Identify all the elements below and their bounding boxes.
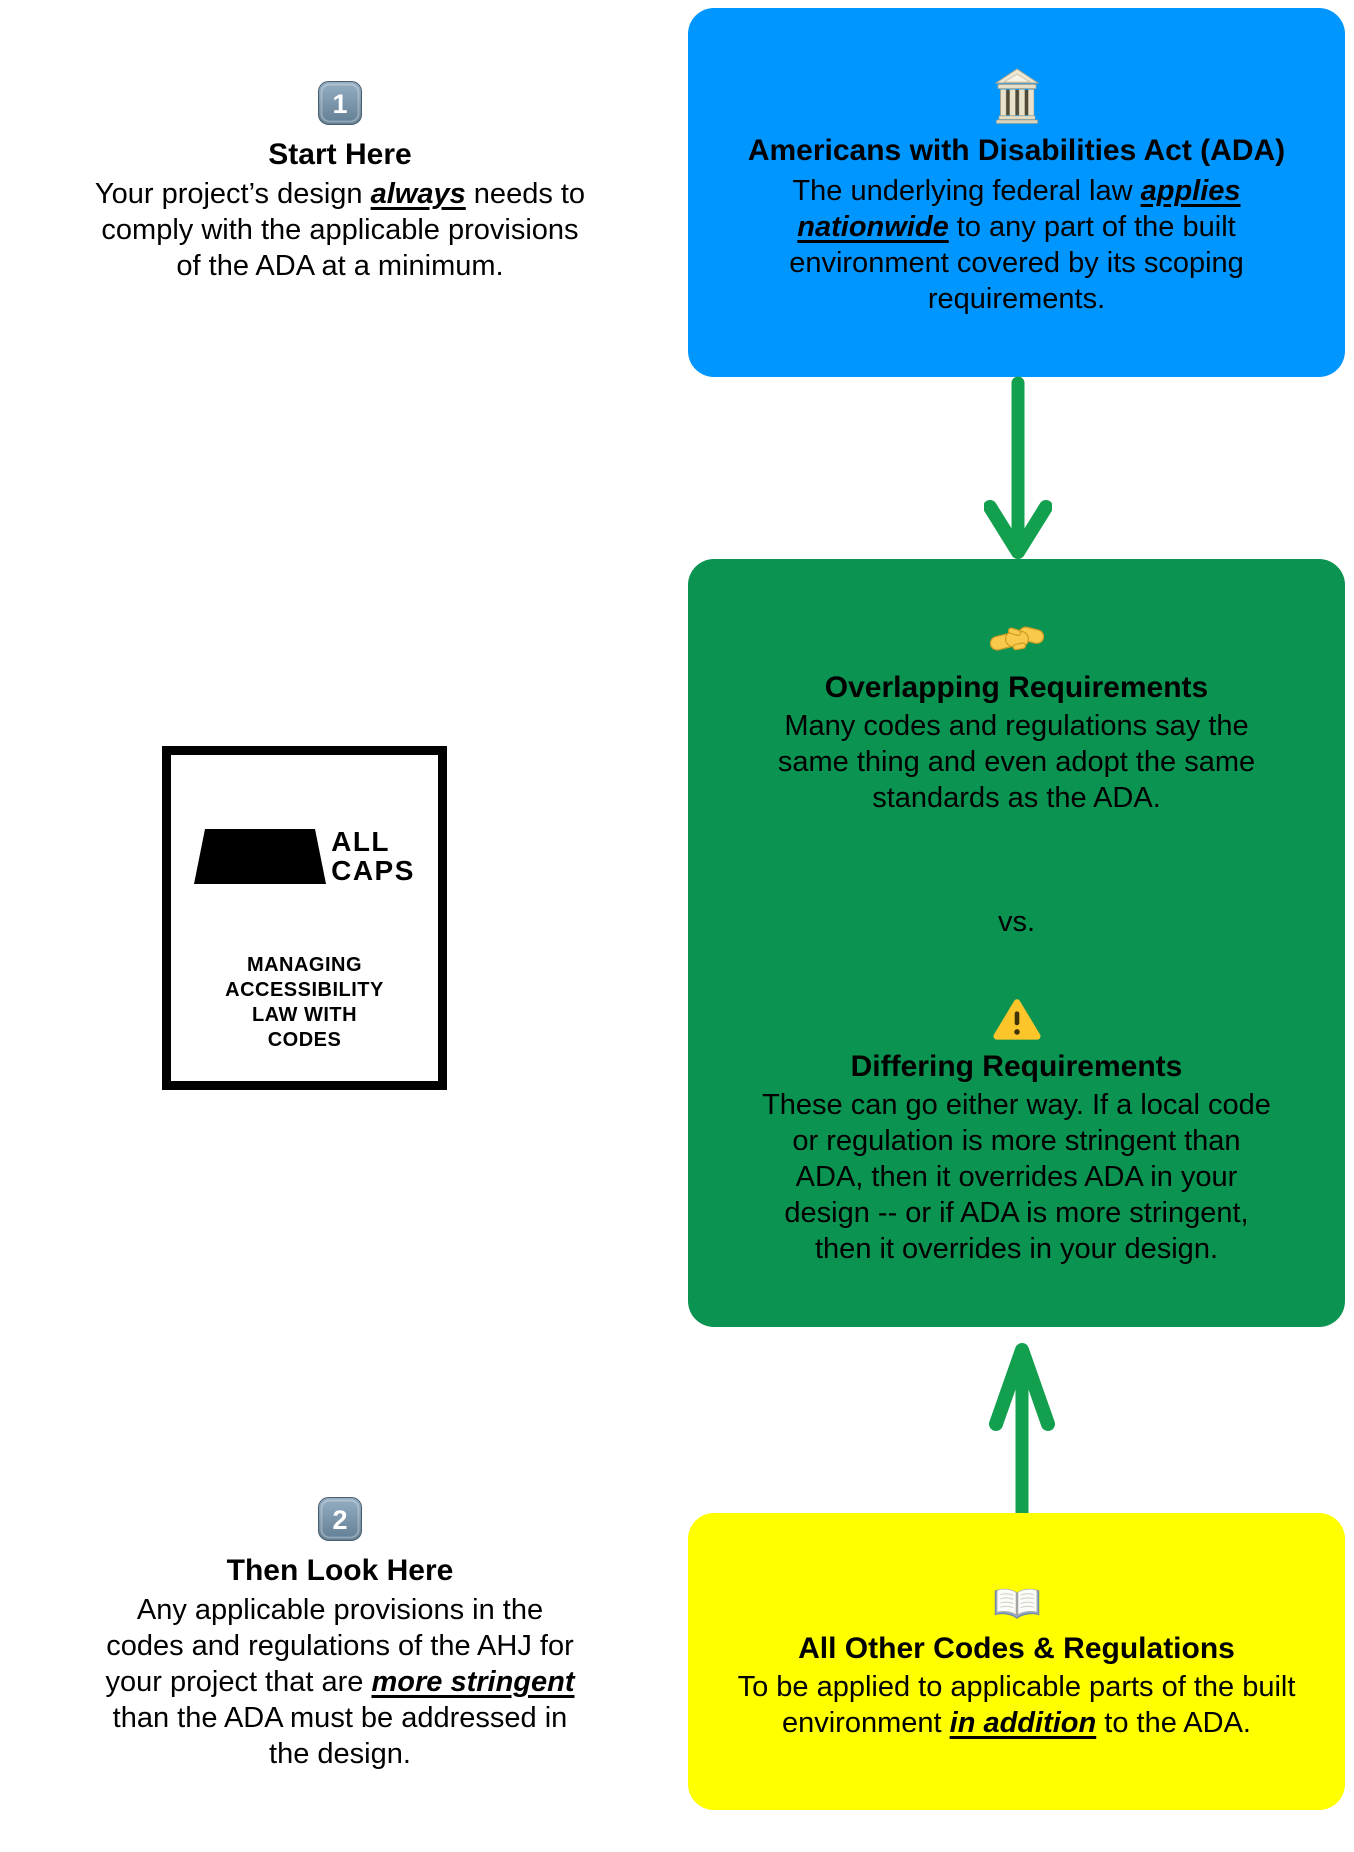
keycap-1-icon: 1 bbox=[318, 81, 362, 125]
tagline-line: MANAGING bbox=[246, 954, 363, 976]
up-arrow bbox=[989, 1343, 1055, 1518]
step2-title: Then Look Here bbox=[226, 1554, 454, 1587]
differing-title: Differing Requirements bbox=[850, 1050, 1183, 1083]
other-codes-body: To be applied to applicable parts of the… bbox=[737, 1671, 1296, 1739]
keycap-2-icon: 2 bbox=[318, 1497, 362, 1541]
allcaps-wordmark: ALL CAPS bbox=[331, 827, 415, 885]
step2-note: 2 Then Look Here Any applicable provisio… bbox=[60, 1496, 620, 1772]
classical-building-icon bbox=[993, 68, 1040, 124]
keycap-1-digit: 1 bbox=[332, 89, 347, 119]
wordmark-line-all: ALL bbox=[331, 826, 391, 857]
warning-icon bbox=[992, 999, 1041, 1040]
ada-box-body: The underlying federal law applies natio… bbox=[789, 175, 1244, 315]
overlapping-body: Many codes and regulations say the same … bbox=[777, 710, 1256, 814]
down-arrow bbox=[984, 376, 1052, 559]
versus-label: vs. bbox=[997, 906, 1036, 938]
keycap-trapezoid-logo-mark bbox=[194, 828, 327, 884]
step1-body: Your project’s design always needs to co… bbox=[94, 178, 586, 282]
open-book-icon bbox=[994, 1588, 1039, 1619]
step1-title: Start Here bbox=[268, 138, 412, 171]
overlapping-title: Overlapping Requirements bbox=[824, 671, 1209, 704]
step1-note: 1 Start Here Your project’s design alway… bbox=[60, 80, 620, 284]
allcaps-wordmark-row: ALL CAPS bbox=[171, 827, 438, 885]
tagline-line: LAW WITH bbox=[251, 1004, 358, 1026]
other-codes-box: All Other Codes & Regulations To be appl… bbox=[688, 1513, 1345, 1810]
handshake-icon bbox=[989, 626, 1044, 651]
differing-body: These can go either way. If a local code… bbox=[762, 1089, 1271, 1265]
requirements-box: Overlapping Requirements Many codes and … bbox=[688, 559, 1345, 1327]
wordmark-line-caps: CAPS bbox=[331, 855, 415, 886]
ada-box-title: Americans with Disabilities Act (ADA) bbox=[747, 134, 1286, 167]
ada-box: Americans with Disabilities Act (ADA) Th… bbox=[688, 8, 1345, 377]
step2-body: Any applicable provisions in the codes a… bbox=[105, 1594, 575, 1770]
other-codes-title: All Other Codes & Regulations bbox=[798, 1632, 1235, 1665]
allcaps-tagline: MANAGING ACCESSIBILITY LAW WITH CODES bbox=[171, 953, 438, 1053]
tagline-line: ACCESSIBILITY bbox=[225, 979, 384, 1001]
keycap-2-digit: 2 bbox=[332, 1505, 347, 1535]
allcaps-logo-box: ALL CAPS MANAGING ACCESSIBILITY LAW WITH… bbox=[162, 746, 447, 1090]
tagline-line: CODES bbox=[267, 1029, 342, 1051]
